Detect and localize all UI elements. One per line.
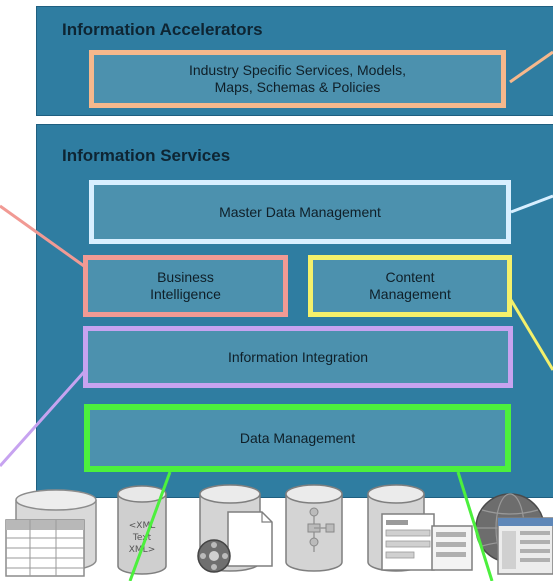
business-intelligence-box: Business Intelligence: [83, 255, 288, 317]
content-management-line2: Management: [369, 286, 451, 302]
green-connector-line-right: [456, 471, 494, 581]
content-management-box: Content Management: [308, 255, 512, 317]
table-database-icon: [5, 489, 97, 577]
media-documents-database-icon: [197, 484, 273, 573]
information-integration-box: Information Integration: [83, 326, 513, 388]
content-management-line1: Content: [385, 269, 435, 285]
data-management-box: Data Management: [84, 404, 511, 472]
red-connector-line: [0, 204, 85, 268]
web-globe-icon: [475, 493, 553, 575]
information-integration-label: Information Integration: [227, 348, 369, 365]
industry-services-box: Industry Specific Services, Models, Maps…: [89, 50, 506, 108]
business-intelligence-line1: Business: [157, 269, 214, 285]
green-connector-line-left: [128, 471, 172, 581]
svg-text:<XML: <XML: [129, 521, 156, 531]
svg-text:Text: Text: [132, 533, 152, 543]
yellow-connector-line: [509, 299, 553, 371]
master-data-management-label: Master Data Management: [219, 203, 381, 220]
services-title: Information Services: [62, 146, 231, 165]
purple-connector-line: [0, 371, 86, 467]
data-management-label: Data Management: [239, 429, 356, 446]
industry-services-line1: Industry Specific Services, Models,: [188, 62, 407, 78]
business-intelligence-line2: Intelligence: [150, 286, 221, 302]
industry-services-line2: Maps, Schemas & Policies: [214, 79, 381, 95]
blue-connector-line: [510, 194, 553, 214]
orange-connector-line: [509, 50, 553, 84]
forms-database-icon: [367, 484, 473, 572]
workflow-database-icon: [285, 484, 343, 572]
accelerators-title: Information Accelerators: [62, 20, 263, 39]
master-data-management-box: Master Data Management: [89, 180, 511, 244]
